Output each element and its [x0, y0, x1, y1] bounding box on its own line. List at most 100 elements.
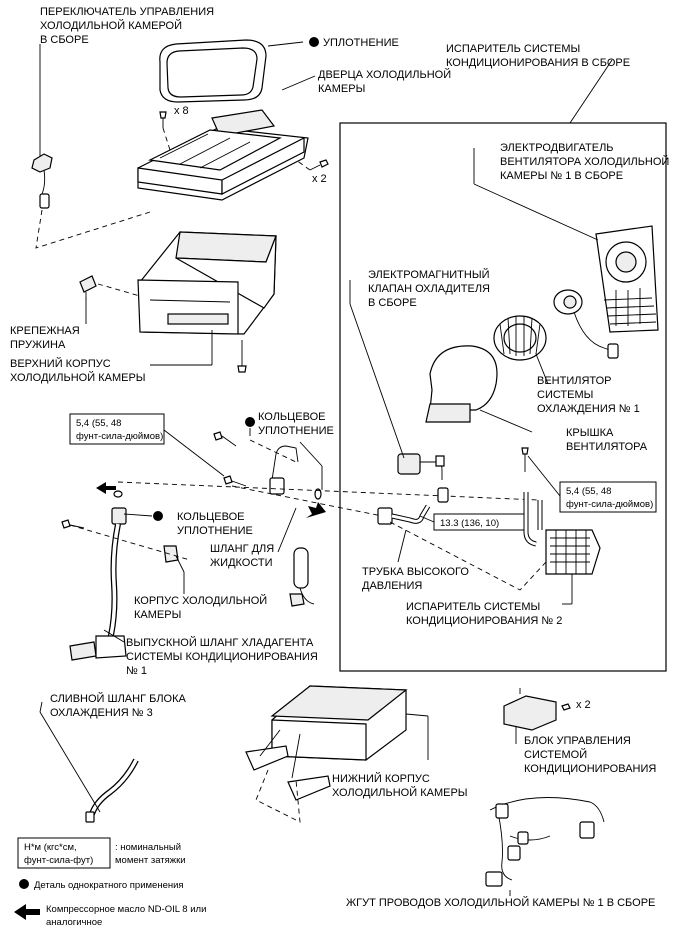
motor-line2: ВЕНТИЛЯТОРА ХОЛОДИЛЬНОЙ: [500, 155, 669, 168]
cool-case-line1: КОРПУС ХОЛОДИЛЬНОЙ: [134, 594, 267, 607]
screw-icon: [237, 340, 247, 373]
label-x2-top: x 2: [312, 173, 327, 185]
drain-hose-line2: ОХЛАЖДЕНИЯ № 3: [50, 707, 153, 719]
bolt-icon: [213, 431, 237, 447]
upper-case-line1: ВЕРХНИЙ КОРПУС: [10, 357, 111, 370]
label-motor: ЭЛЕКТРОДВИГАТЕЛЬ ВЕНТИЛЯТОРА ХОЛОДИЛЬНОЙ…: [500, 142, 669, 182]
legend-torque-text-line2: момент затяжки: [115, 855, 186, 866]
label-seal: УПЛОТНЕНИЕ: [323, 37, 399, 49]
oil-arrow-icon: [14, 904, 40, 920]
torque-right-line2: фунт-сила-дюймов): [566, 499, 653, 510]
clip-spring-line2: ПРУЖИНА: [10, 339, 66, 351]
bolt-icon: [521, 447, 529, 472]
fan-line2: СИСТЕМЫ: [537, 389, 593, 401]
ecu-line1: БЛОК УПРАВЛЕНИЯ: [524, 735, 631, 747]
switch-line2: ХОЛОДИЛЬНОЙ КАМЕРОЙ: [40, 19, 182, 32]
evap2-line1: ИСПАРИТЕЛЬ СИСТЕМЫ: [406, 601, 540, 613]
legend-torque-text-line1: : номинальный: [115, 842, 181, 853]
label-x8: x 8: [174, 105, 189, 117]
torque-spec-left: 5,4 (55, 48 фунт-сила-дюймов): [69, 413, 165, 445]
drain-hose-line1: СЛИВНОЙ ШЛАНГ БЛОКА: [50, 692, 186, 705]
drain-hose: [85, 758, 139, 823]
switch-line1: ПЕРЕКЛЮЧАТЕЛЬ УПРАВЛЕНИЯ: [40, 6, 214, 18]
label-cool-case: КОРПУС ХОЛОДИЛЬНОЙ КАМЕРЫ: [134, 594, 267, 621]
fan-line3: ОХЛАЖДЕНИЯ № 1: [537, 403, 640, 415]
evap-assy-line1: ИСПАРИТЕЛЬ СИСТЕМЫ: [446, 43, 580, 55]
upper-case: [137, 231, 277, 335]
oil-arrow-icon: [96, 482, 116, 494]
fan-line1: ВЕНТИЛЯТОР: [537, 375, 612, 387]
label-liquid-hose: ШЛАНГ ДЛЯ ЖИДКОСТИ: [210, 543, 274, 569]
non-reusable-dot-icon: [309, 37, 319, 47]
discharge-hose-line3: № 1: [126, 665, 147, 677]
solenoid-line2: КЛАПАН ОХЛАДИТЕЛЯ: [368, 283, 490, 295]
liquid-hose: [269, 445, 315, 607]
wire-harness: [485, 797, 605, 887]
label-oring-top: КОЛЬЦЕВОЕ УПЛОТНЕНИЕ: [258, 411, 334, 437]
torque-left-line1: 5,4 (55, 48: [76, 418, 121, 429]
solenoid-line1: ЭЛЕКТРОМАГНИТНЫЙ: [368, 268, 490, 281]
bolt-icon: [223, 475, 247, 487]
torque-mid: 13.3 (136, 10): [440, 518, 499, 529]
liquid-hose-line1: ШЛАНГ ДЛЯ: [210, 543, 274, 555]
legend-oil-line1: Компрессорное масло ND-OIL 8 или: [46, 904, 206, 915]
cool-box-door: [137, 109, 309, 201]
label-evap2: ИСПАРИТЕЛЬ СИСТЕМЫ КОНДИЦИОНИРОВАНИЯ № 2: [406, 601, 562, 627]
motor-line3: КАМЕРЫ № 1 В СБОРЕ: [500, 170, 623, 182]
evap-assy-line2: КОНДИЦИОНИРОВАНИЯ В СБОРЕ: [446, 57, 630, 69]
label-lower-case: НИЖНИЙ КОРПУС ХОЛОДИЛЬНОЙ КАМЕРЫ: [332, 772, 468, 799]
oil-arrow-icon: [306, 502, 326, 518]
label-fan-cover: КРЫШКА ВЕНТИЛЯТОРА: [566, 427, 648, 453]
motor-line1: ЭЛЕКТРОДВИГАТЕЛЬ: [500, 142, 614, 154]
discharge-hose-line2: СИСТЕМЫ КОНДИЦИОНИРОВАНИЯ: [126, 651, 318, 663]
screw-icon: [309, 159, 329, 171]
torque-spec-right: 5,4 (55, 48 фунт-сила-дюймов): [559, 481, 657, 513]
legend-torque-box: [17, 837, 111, 869]
label-oring-left: КОЛЬЦЕВОЕ УПЛОТНЕНИЕ: [177, 511, 253, 537]
label-solenoid: ЭЛЕКТРОМАГНИТНЫЙ КЛАПАН ОХЛАДИТЕЛЯ В СБО…: [368, 268, 490, 309]
fan-cover-line2: ВЕНТИЛЯТОРА: [566, 441, 648, 453]
label-harness: ЖГУТ ПРОВОДОВ ХОЛОДИЛЬНОЙ КАМЕРЫ № 1 В С…: [346, 896, 655, 909]
discharge-hose: [69, 490, 127, 661]
solenoid-line3: В СБОРЕ: [368, 297, 417, 309]
non-reusable-dot-icon: [19, 879, 29, 889]
oring-top-line2: УПЛОТНЕНИЕ: [258, 425, 334, 437]
legend-nonreusable: Деталь однократного применения: [34, 880, 184, 891]
lower-case-line1: НИЖНИЙ КОРПУС: [332, 772, 430, 785]
oring-left-line2: УПЛОТНЕНИЕ: [177, 525, 253, 537]
blower-motor: [595, 225, 659, 333]
non-reusable-dot-icon: [245, 417, 255, 427]
bracket: [163, 545, 179, 563]
label-hp-tube: ТРУБКА ВЫСОКОГО ДАВЛЕНИЯ: [362, 566, 469, 592]
lower-case-line2: ХОЛОДИЛЬНОЙ КАМЕРЫ: [332, 786, 468, 799]
ecu-line3: КОНДИЦИОНИРОВАНИЯ: [524, 763, 656, 775]
clip-spring-line1: КРЕПЕЖНАЯ: [10, 325, 80, 337]
hp-tube-line2: ДАВЛЕНИЯ: [362, 580, 422, 592]
liquid-hose-line2: ЖИДКОСТИ: [210, 557, 273, 569]
legend-torque-box-line2: фунт-сила-фут): [24, 855, 93, 866]
label-upper-case: ВЕРХНИЙ КОРПУС ХОЛОДИЛЬНОЙ КАМЕРЫ: [10, 357, 146, 384]
label-switch: ПЕРЕКЛЮЧАТЕЛЬ УПРАВЛЕНИЯ ХОЛОДИЛЬНОЙ КАМ…: [40, 6, 214, 46]
label-ecu: БЛОК УПРАВЛЕНИЯ СИСТЕМОЙ КОНДИЦИОНИРОВАН…: [524, 735, 656, 775]
non-reusable-dot-icon: [153, 511, 163, 521]
solenoid-valve: [397, 453, 449, 503]
door-line1: ДВЕРЦА ХОЛОДИЛЬНОЙ: [318, 68, 451, 81]
seal-gasket: [159, 39, 267, 103]
evap2-line2: КОНДИЦИОНИРОВАНИЯ № 2: [406, 615, 562, 627]
cool-case-line2: КАМЕРЫ: [134, 609, 181, 621]
legend: Н*м (кгс*см, фунт-сила-фут) : номинальны…: [14, 837, 206, 928]
high-pressure-tube: [377, 504, 431, 525]
legend-oil-line2: аналогичное: [46, 917, 102, 928]
motor-unit: [553, 289, 619, 359]
blower-fan: [493, 315, 547, 361]
label-evap-assy: ИСПАРИТЕЛЬ СИСТЕМЫ КОНДИЦИОНИРОВАНИЯ В С…: [446, 43, 630, 69]
label-discharge-hose: ВЫПУСКНОЙ ШЛАНГ ХЛАДАГЕНТА СИСТЕМЫ КОНДИ…: [126, 636, 318, 677]
clip-spring: [79, 275, 97, 300]
torque-spec-mid: 13.3 (136, 10): [433, 513, 525, 531]
upper-case-line2: ХОЛОДИЛЬНОЙ КАМЕРЫ: [10, 371, 146, 384]
screw-icon: [159, 111, 167, 128]
oring-top-line1: КОЛЬЦЕВОЕ: [258, 411, 326, 423]
fan-cover-line1: КРЫШКА: [566, 427, 614, 439]
lower-case: [245, 685, 408, 801]
